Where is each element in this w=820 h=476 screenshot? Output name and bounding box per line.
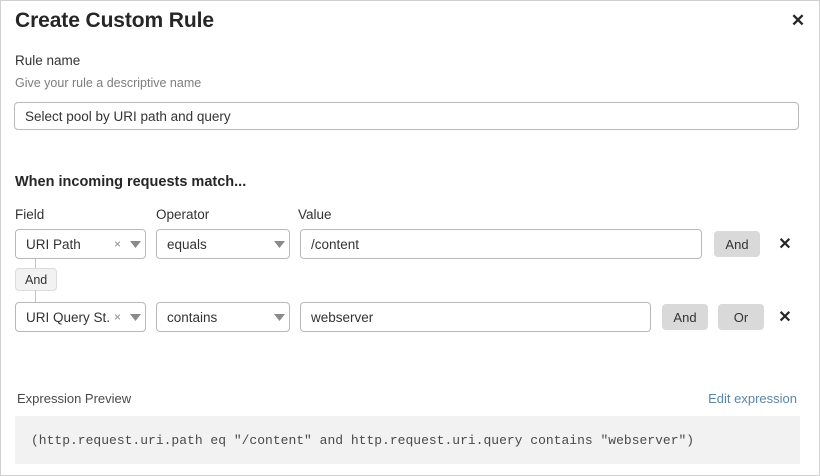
condition-connector: And <box>15 259 135 303</box>
or-button-2[interactable]: Or <box>718 304 764 330</box>
rule-name-label: Rule name <box>15 53 81 68</box>
clear-icon[interactable]: × <box>113 310 121 324</box>
field-select-1[interactable]: URI Path × <box>15 229 146 259</box>
connector-and-badge[interactable]: And <box>15 268 58 291</box>
connector-line-top <box>35 259 36 268</box>
chevron-down-icon[interactable] <box>269 313 289 321</box>
expression-preview-code: (http.request.uri.path eq "/content" and… <box>15 416 800 464</box>
operator-select-2[interactable]: contains <box>156 302 290 332</box>
match-section-heading: When incoming requests match... <box>15 174 247 190</box>
column-header-value: Value <box>298 207 332 222</box>
chevron-down-icon[interactable] <box>125 240 145 248</box>
clear-icon[interactable]: × <box>113 237 121 251</box>
rule-name-input[interactable] <box>14 102 799 130</box>
field-select-2-value: URI Query St... <box>26 309 110 325</box>
condition-row: URI Path × equals And ✕ <box>1 229 819 259</box>
edit-expression-link[interactable]: Edit expression <box>708 391 797 406</box>
close-icon[interactable]: ✕ <box>786 8 810 32</box>
value-input-1[interactable] <box>300 229 702 259</box>
operator-select-1-value: equals <box>167 236 207 252</box>
column-header-field: Field <box>15 207 45 222</box>
chevron-down-icon[interactable] <box>125 313 145 321</box>
and-button-1[interactable]: And <box>714 231 760 257</box>
and-button-2[interactable]: And <box>662 304 708 330</box>
dialog-title: Create Custom Rule <box>15 9 214 32</box>
remove-condition-icon-2[interactable]: ✕ <box>773 305 797 329</box>
field-select-2[interactable]: URI Query St... × <box>15 302 146 332</box>
remove-condition-icon-1[interactable]: ✕ <box>773 232 797 256</box>
column-header-operator: Operator <box>156 207 210 222</box>
connector-line-bottom <box>35 290 36 302</box>
field-select-1-value: URI Path <box>26 236 81 252</box>
value-input-2[interactable] <box>300 302 651 332</box>
operator-select-2-value: contains <box>167 309 218 325</box>
expression-preview-label: Expression Preview <box>17 391 132 406</box>
chevron-down-icon[interactable] <box>269 240 289 248</box>
rule-name-help-text: Give your rule a descriptive name <box>15 76 202 90</box>
operator-select-1[interactable]: equals <box>156 229 290 259</box>
condition-row: URI Query St... × contains And Or ✕ <box>1 302 819 332</box>
